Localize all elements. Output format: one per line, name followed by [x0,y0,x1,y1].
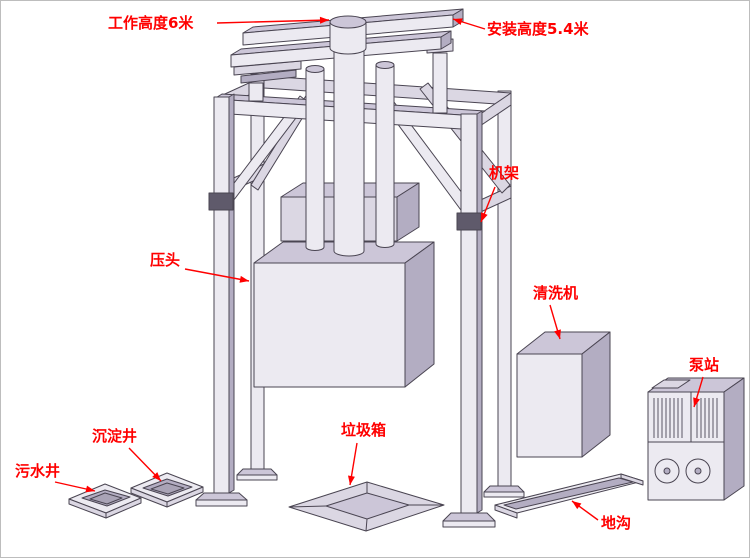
rail-support-post-right [432,52,448,114]
arrowhead-garbage-bin [348,475,355,485]
leg-foot-front [236,474,278,481]
pump-fan-right-hub [694,467,702,475]
ground-trench [494,473,644,519]
pit-wall-edge [365,518,368,532]
top-cap-cylinder [329,21,367,55]
settling-well [130,472,204,508]
label-sewage-well: 污水井 [15,462,60,480]
clamp-plate-right [456,212,482,231]
cylinder-left [305,68,325,251]
leg-foot-front [483,491,525,498]
arrowhead-press-head [239,275,249,283]
frame-leg-front-right [460,113,478,514]
leg-foot-front [442,520,496,528]
clamp-plate-left [208,192,234,211]
rail-support-post-left [248,82,264,102]
washer-front-face [516,353,583,458]
cylinder-right [375,64,395,248]
arrowhead-install-height [453,18,463,25]
frame-leg-back-right [497,90,512,487]
trench-end-lip [620,473,644,486]
pit-wall-edge [288,505,327,508]
settling-well-floor [150,482,185,495]
leg-foot-top [195,492,248,501]
arrow-press-head [184,268,250,282]
press-head-box [253,241,435,388]
label-trench: 地沟 [601,514,631,532]
arrowhead-settling-well [152,472,161,481]
washer-right-face [581,331,611,458]
arrowhead-trench [572,501,582,510]
top-cap-cylinder-top [329,15,367,29]
press-head-front-face [253,262,406,388]
label-frame: 机架 [489,164,519,182]
press-head-right-face [404,241,435,388]
arrowhead-washer [554,329,561,339]
pump-vent-grille-left [653,398,683,438]
sewage-well-floor [89,492,123,505]
crosshead-right-face [396,182,420,242]
pump-station-unit [647,377,745,501]
cylinder-right-top [375,61,395,69]
callouts: 工作高度6米 安装高度5.4米 机架 压头 清洗机 泵站 沉淀井 污水井 垃圾箱… [15,14,719,532]
label-washer: 清洗机 [533,284,578,302]
pump-fan-left-hub [663,467,671,475]
label-working-height: 工作高度6米 [108,14,194,32]
press-column [329,15,367,257]
label-garbage-bin: 垃圾箱 [341,421,386,439]
sewage-well [68,483,142,519]
main-column [333,46,365,257]
pump-right-face [723,377,745,501]
label-pump-station: 泵站 [689,356,719,374]
sewage-well-lip-right [105,497,142,519]
arrowhead-frame [481,212,488,222]
leg-foot-top [236,468,278,476]
arrow-working-height [216,19,330,24]
leg-foot-front [195,499,248,507]
pump-vent-grille-right [696,398,718,438]
garbage-pit [288,481,445,532]
label-press-head: 压头 [150,251,180,269]
trench-front-lip [494,504,518,519]
frame-leg-front-left-side [228,93,235,494]
arrowhead-working-height [319,16,329,24]
washer-box [516,331,611,458]
leg-foot-top [483,485,525,493]
cylinder-left-top [305,65,325,73]
rail-support-plate-left-lower [240,69,297,84]
arrowhead-sewage-well [85,485,95,493]
gantry-frame-front [195,93,496,528]
pump-top-hatch [651,379,691,389]
rail-front-endcap [440,30,452,50]
settling-well-lip-right [166,486,204,508]
hydraulic-cylinders [305,61,395,251]
frame-leg-front-left [213,96,230,494]
label-install-height: 安装高度5.4米 [487,20,590,38]
leg-foot-top [442,512,496,522]
arrowhead-pump-station [693,397,700,407]
frame-leg-front-right-side [476,110,483,514]
label-settling-well: 沉淀井 [92,427,137,445]
